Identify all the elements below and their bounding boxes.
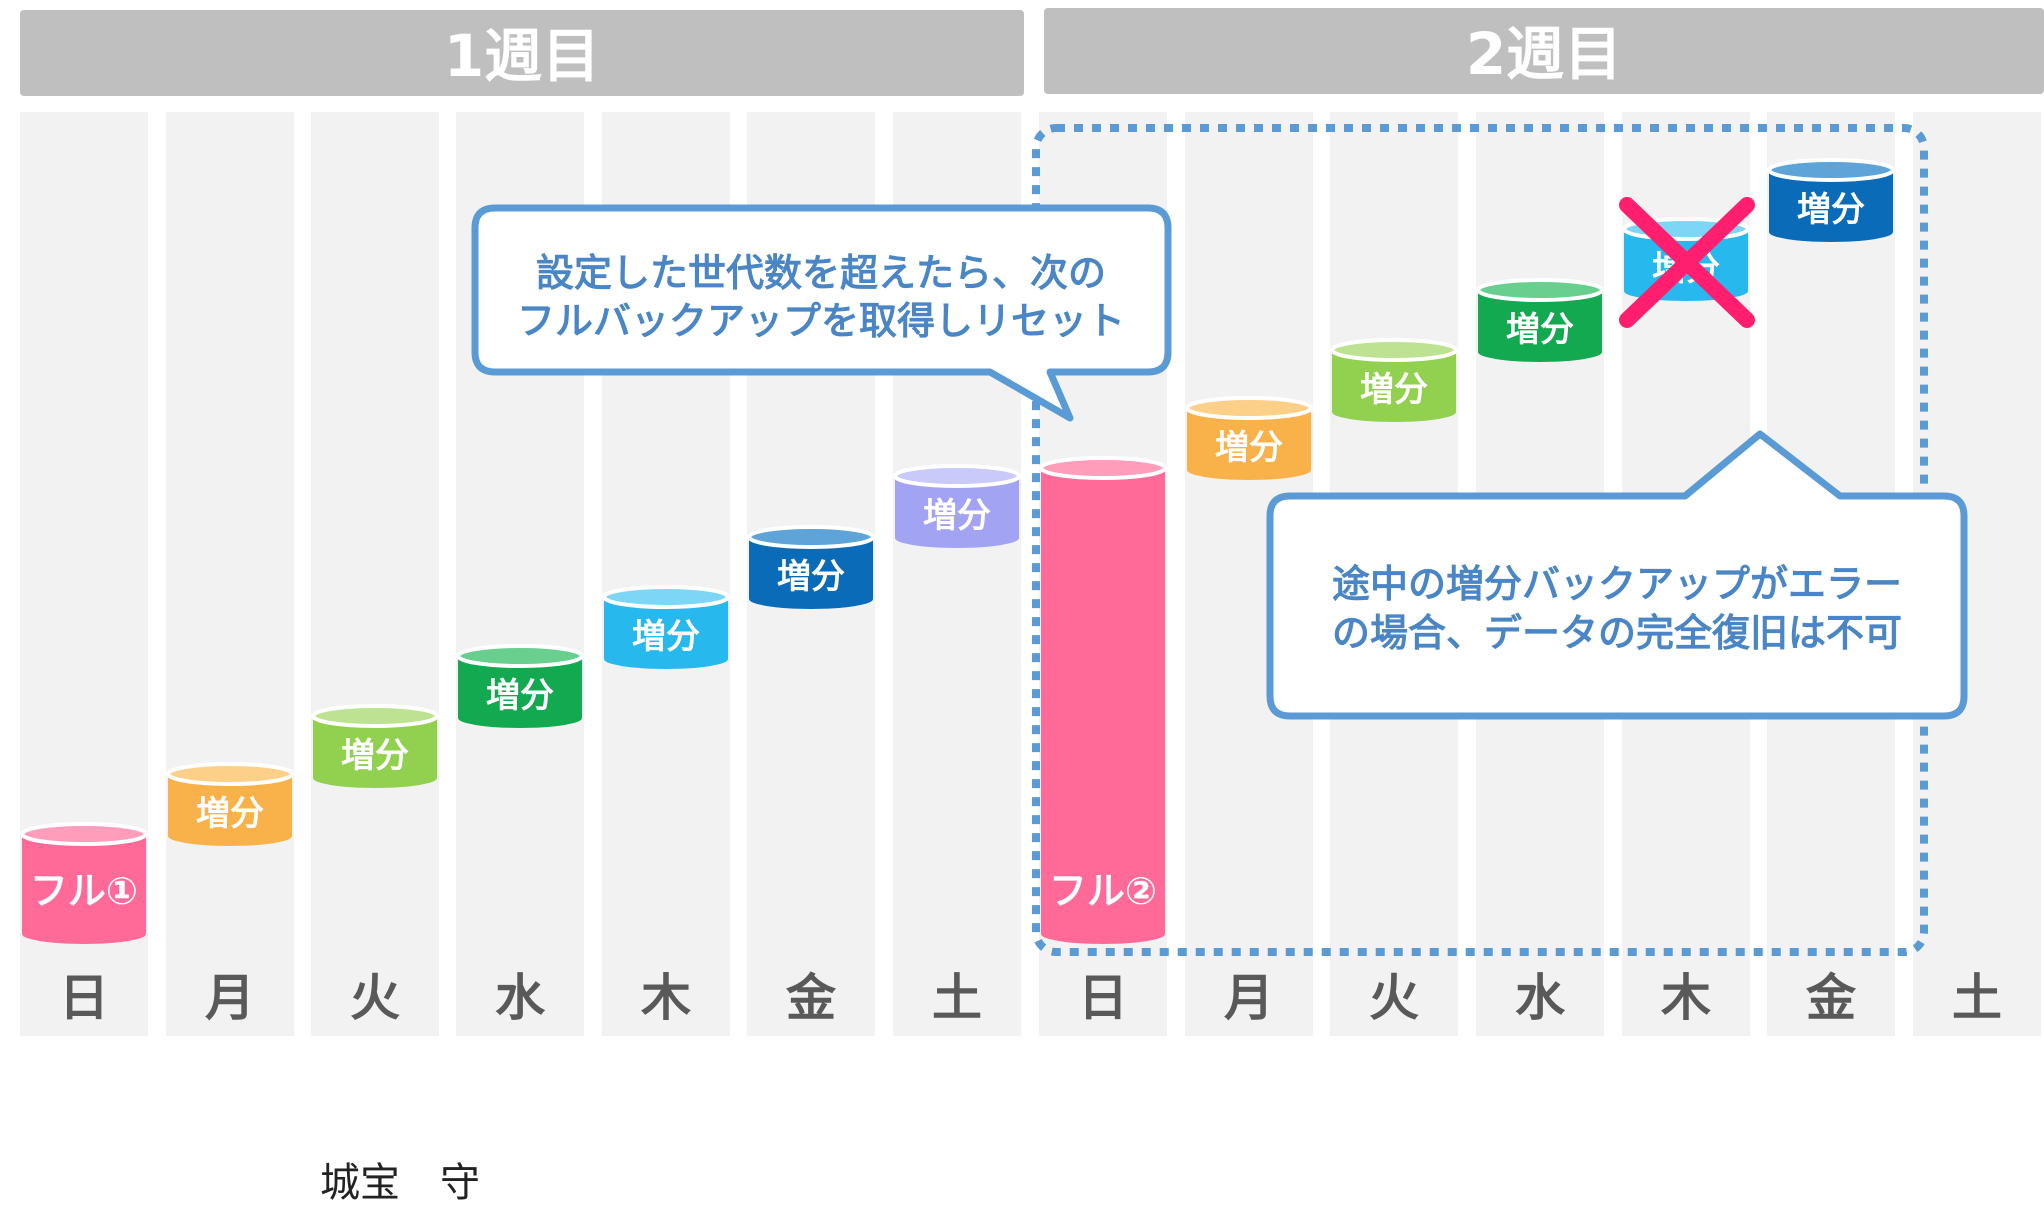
reset-callout-line-2: フルバックアップを取得しリセット [517, 299, 1125, 343]
incremental-backup-cylinder: 増分 [1330, 338, 1458, 422]
day-label: 日 [59, 969, 109, 1027]
day-label: 土 [1952, 969, 2002, 1027]
day-label: 月 [1224, 969, 1274, 1027]
day-column [166, 112, 294, 1036]
incremental-backup-label: 増分 [1360, 370, 1428, 410]
incremental-backup-label: 増分 [1506, 310, 1574, 350]
day-label: 金 [1806, 969, 1857, 1027]
day-label: 金 [786, 969, 837, 1027]
incremental-backup-cylinder: 増分 [456, 644, 584, 728]
incremental-backup-label: 増分 [1797, 190, 1865, 230]
day-label: 日 [1078, 969, 1128, 1027]
day-label: 火 [1369, 969, 1419, 1027]
week-1-title: 1週目 [444, 22, 600, 90]
incremental-backup-cylinder: 増分 [1185, 396, 1313, 480]
day-label: 月 [205, 969, 255, 1027]
incremental-backup-label: 増分 [196, 794, 264, 834]
day-label: 水 [1515, 969, 1566, 1027]
incremental-backup-label: 増分 [341, 736, 409, 776]
incremental-backup-cylinder: 増分 [747, 525, 875, 609]
incremental-backup-label: 増分 [486, 676, 554, 716]
failed-cross-icon [1619, 197, 1755, 328]
full-backup-label: フル② [1049, 869, 1157, 913]
incremental-backup-cylinder: 増分 [166, 762, 294, 846]
incremental-backup-label: 増分 [923, 496, 991, 536]
incremental-backup-cylinder: 増分 [602, 585, 730, 669]
full-backup-cylinder: フル② [1039, 456, 1167, 944]
incremental-backup-cylinder: 増分 [1767, 158, 1895, 242]
incremental-backup-cylinder: 増分 [311, 704, 439, 788]
day-label: 木 [1661, 969, 1711, 1027]
week-2-title: 2週目 [1466, 20, 1622, 88]
backup-cylinders: フル①増分増分増分増分増分増分フル②増分増分増分増分増分 [20, 158, 1895, 944]
full-backup-label: フル① [30, 869, 138, 913]
day-label: 火 [350, 969, 400, 1027]
day-label: 木 [641, 969, 691, 1027]
author-name: 城宝 守 [320, 1160, 480, 1206]
incremental-backup-cylinder: 増分 [1476, 278, 1604, 362]
error-callout-line-2: の場合、データの完全復旧は不可 [1332, 611, 1902, 655]
day-labels: 日月火水木金土日月火水木金土 [59, 969, 2002, 1027]
reset-callout: 設定した世代数を超えたら、次の フルバックアップを取得しリセット [471, 204, 1172, 422]
reset-callout-line-1: 設定した世代数を超えたら、次の [536, 251, 1106, 295]
day-column [311, 112, 439, 1036]
day-label: 水 [495, 969, 546, 1027]
incremental-backup-label: 増分 [777, 557, 845, 597]
day-label: 土 [932, 969, 982, 1027]
incremental-backup-label: 増分 [1215, 428, 1283, 468]
incremental-backup-label: 増分 [632, 617, 700, 657]
incremental-backup-cylinder: 増分 [893, 464, 1021, 548]
full-backup-cylinder: フル① [20, 822, 148, 944]
week-2-header [1044, 8, 2044, 94]
week-1-header [20, 10, 1024, 96]
error-callout-line-1: 途中の増分バックアップがエラー [1332, 562, 1902, 606]
error-callout: 途中の増分バックアップがエラー の場合、データの完全復旧は不可 [1266, 430, 1968, 720]
